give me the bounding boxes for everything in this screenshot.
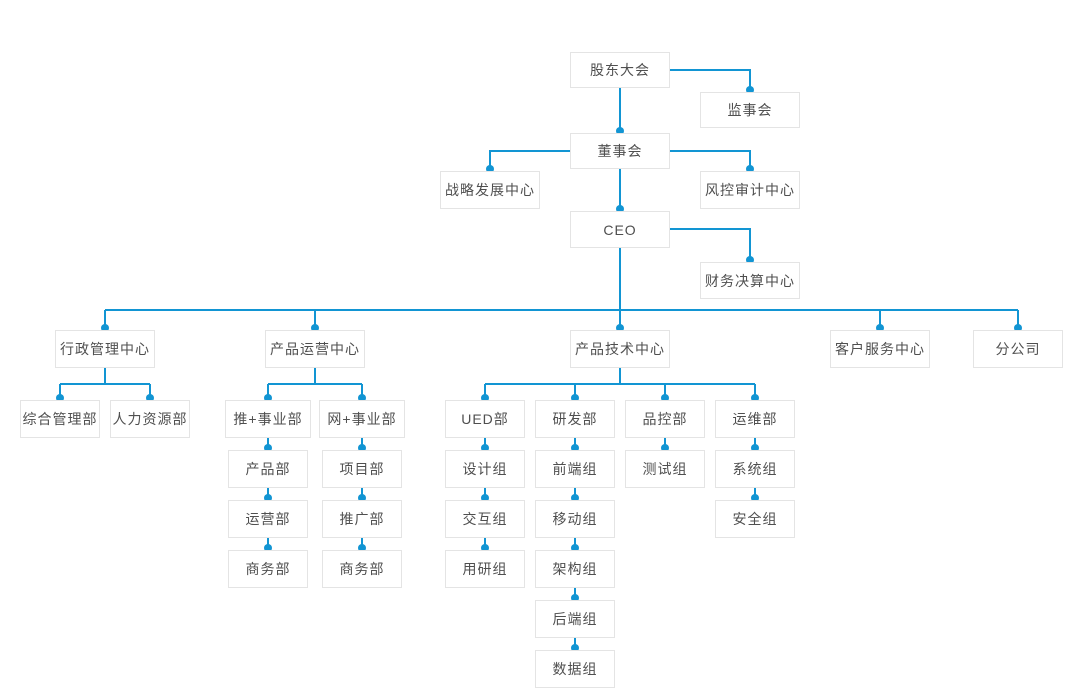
connector-board-strategy [489, 150, 570, 169]
org-node-backend: 后端组 [535, 600, 615, 638]
org-node-qc: 品控部 [625, 400, 705, 438]
org-node-shareholders: 股东大会 [570, 52, 670, 88]
connector-product-ops-fork [267, 368, 363, 398]
connector-product-tech-fork [484, 368, 756, 398]
connector-ceo-finance [670, 228, 751, 260]
org-node-finance: 财务决算中心 [700, 262, 800, 299]
org-node-strategy: 战略发展中心 [440, 171, 540, 209]
org-node-ops-maint: 运维部 [715, 400, 795, 438]
org-node-risk: 风控审计中心 [700, 171, 800, 209]
org-node-system: 系统组 [715, 450, 795, 488]
connector-board-risk [670, 150, 751, 169]
org-node-user-research: 用研组 [445, 550, 525, 588]
connector-ceo-trunk [104, 248, 1019, 328]
org-node-rnd: 研发部 [535, 400, 615, 438]
org-node-product-ops: 产品运营中心 [265, 330, 365, 368]
org-node-wang-division: 网+事业部 [319, 400, 405, 438]
org-node-tui-division: 推+事业部 [225, 400, 311, 438]
org-node-product-dept: 产品部 [228, 450, 308, 488]
connector-shareholders-supervisory [670, 69, 751, 90]
org-node-data-group: 数据组 [535, 650, 615, 688]
org-node-general-mgmt: 综合管理部 [20, 400, 100, 438]
org-node-customer-service: 客户服务中心 [830, 330, 930, 368]
org-node-testing: 测试组 [625, 450, 705, 488]
org-node-business-tui: 商务部 [228, 550, 308, 588]
org-node-frontend: 前端组 [535, 450, 615, 488]
org-node-supervisory: 监事会 [700, 92, 800, 128]
org-node-admin: 行政管理中心 [55, 330, 155, 368]
org-node-operations-dept: 运营部 [228, 500, 308, 538]
org-node-mobile: 移动组 [535, 500, 615, 538]
org-node-branch: 分公司 [973, 330, 1063, 368]
org-node-project-dept: 项目部 [322, 450, 402, 488]
connector-admin-fork [59, 368, 151, 398]
org-node-business-wang: 商务部 [322, 550, 402, 588]
org-node-design: 设计组 [445, 450, 525, 488]
org-node-ceo: CEO [570, 211, 670, 248]
org-node-hr: 人力资源部 [110, 400, 190, 438]
org-node-ued: UED部 [445, 400, 525, 438]
org-node-board: 董事会 [570, 133, 670, 169]
org-node-architecture: 架构组 [535, 550, 615, 588]
org-node-product-tech: 产品技术中心 [570, 330, 670, 368]
org-node-promotion-dept: 推广部 [322, 500, 402, 538]
org-node-security: 安全组 [715, 500, 795, 538]
org-node-interaction: 交互组 [445, 500, 525, 538]
